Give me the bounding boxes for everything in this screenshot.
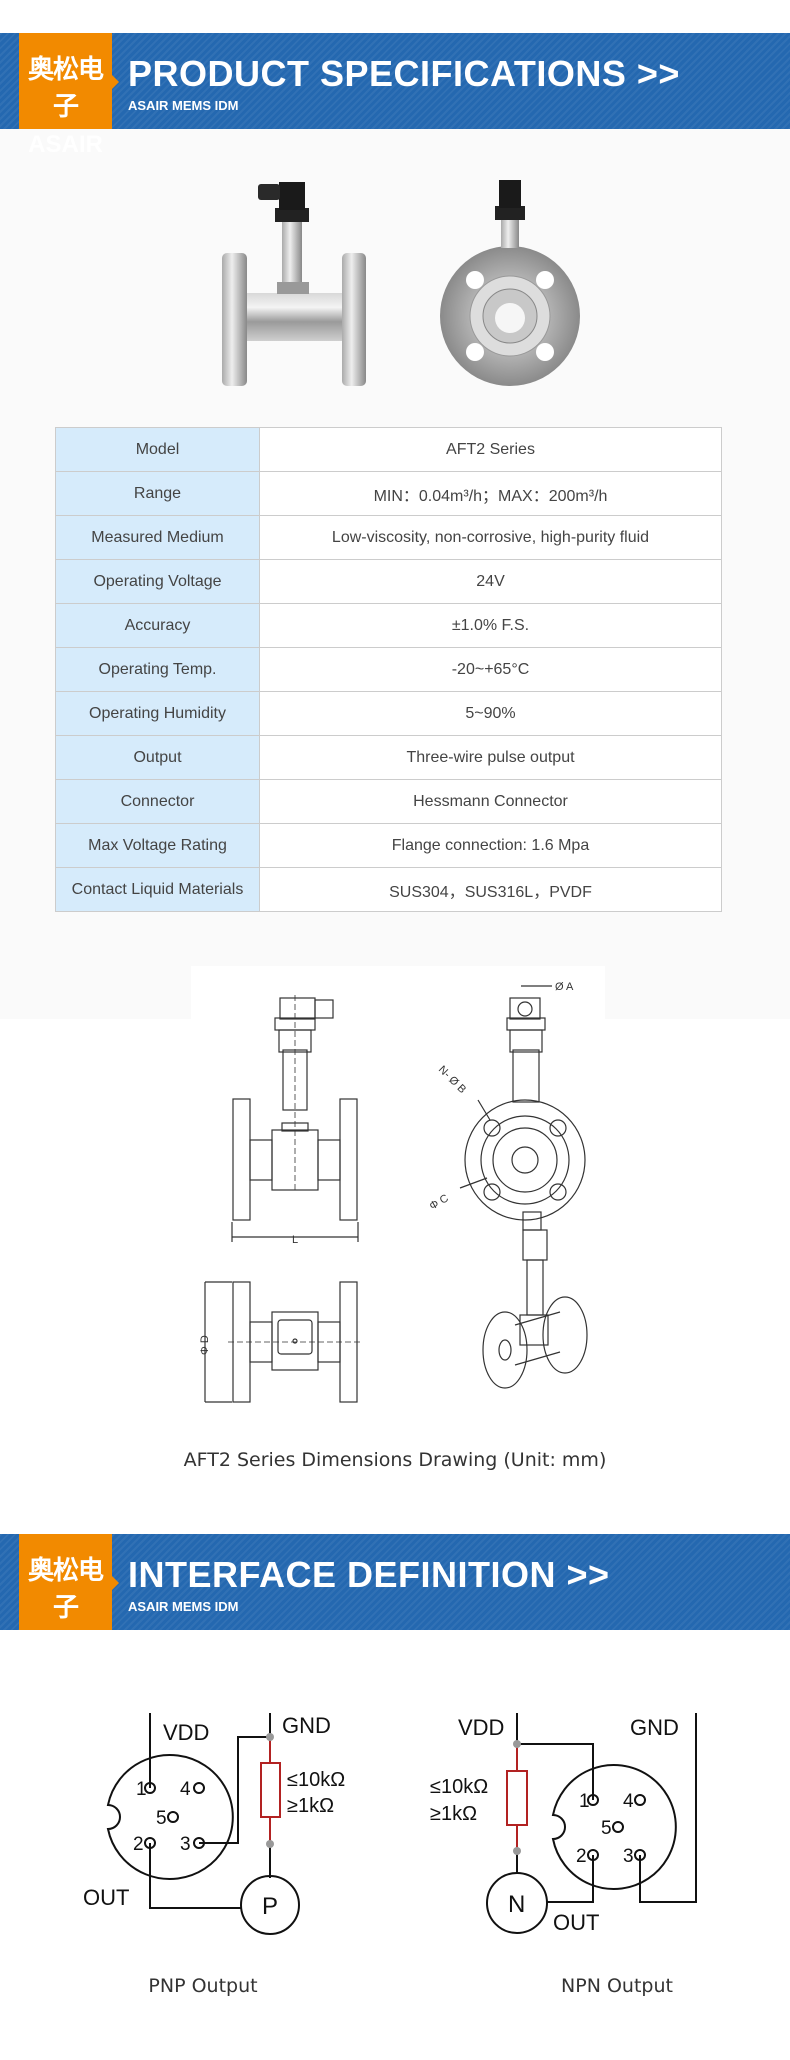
- gnd-label: GND: [282, 1713, 331, 1738]
- spec-label: Max Voltage Rating: [55, 823, 260, 868]
- spec-label: Operating Voltage: [55, 559, 260, 604]
- interface-definition-banner: 奥松电子 ASAIR INTERFACE DEFINITION >> ASAIR …: [0, 1534, 790, 1659]
- spec-row: Accuracy±1.0% F.S.: [55, 603, 722, 648]
- spec-value: Three-wire pulse output: [259, 735, 722, 780]
- product-photos: [222, 180, 580, 386]
- resistor-max-label: ≤10kΩ: [430, 1776, 488, 1798]
- brand-cn: 奥松电子: [27, 55, 104, 122]
- spec-label: Operating Temp.: [55, 647, 260, 692]
- brand-en: ASAIR: [28, 1632, 103, 1659]
- pin-label: 1: [136, 1779, 147, 1800]
- dim-c-label: Φ C: [428, 1192, 451, 1212]
- flowmeter-side-photo: [222, 182, 366, 386]
- pin-label: 3: [180, 1834, 191, 1855]
- dim-d-label: Φ D: [199, 1335, 211, 1355]
- pnp-caption: PNP Output: [148, 1975, 258, 1997]
- pin-label: 5: [601, 1818, 612, 1839]
- out-label: OUT: [553, 1910, 599, 1935]
- spec-value: Flange connection: 1.6 Mpa: [259, 823, 722, 868]
- asair-logo: 奥松电子 ASAIR: [19, 33, 119, 158]
- dim-a-label: Ø A: [555, 981, 574, 993]
- spec-label: Range: [55, 471, 260, 516]
- brand-en: ASAIR: [28, 131, 103, 158]
- vdd-label: VDD: [458, 1715, 504, 1740]
- spec-label: Accuracy: [55, 603, 260, 648]
- drawing-caption: AFT2 Series Dimensions Drawing (Unit: mm…: [183, 1449, 607, 1471]
- spec-label: Connector: [55, 779, 260, 824]
- spec-row: Operating Temp.-20~+65°C: [55, 647, 722, 692]
- out-label: OUT: [83, 1885, 129, 1910]
- spec-label: Contact Liquid Materials: [55, 867, 260, 912]
- pnp-diagram: [106, 1713, 300, 1935]
- vdd-label: VDD: [163, 1720, 209, 1745]
- pin-label: 2: [576, 1846, 587, 1867]
- spec-label: Model: [55, 427, 260, 472]
- pin-label: 3: [623, 1846, 634, 1867]
- spec-value: Hessmann Connector: [259, 779, 722, 824]
- brand-cn: 奥松电子: [27, 1556, 104, 1623]
- section-title: PRODUCT SPECIFICATIONS >>: [128, 53, 680, 94]
- spec-value: -20~+65°C: [259, 647, 722, 692]
- dimension-drawings: L Ø A N- Ø B Φ C Φ D: [199, 981, 588, 1403]
- dim-b-label: N- Ø B: [436, 1064, 468, 1096]
- resistor-min-label: ≥1kΩ: [287, 1795, 334, 1817]
- resistor-max-label: ≤10kΩ: [287, 1769, 345, 1791]
- section-subtitle: ASAIR MEMS IDM: [128, 98, 239, 113]
- npn-device-label: N: [508, 1891, 525, 1918]
- pin-label: 4: [180, 1779, 191, 1800]
- spec-value: AFT2 Series: [259, 427, 722, 472]
- pin-label: 4: [623, 1791, 634, 1812]
- spec-label: Operating Humidity: [55, 691, 260, 736]
- spec-value: 24V: [259, 559, 722, 604]
- flowmeter-front-photo: [440, 180, 580, 386]
- isometric-drawing: [482, 1211, 588, 1389]
- pin-label: 1: [579, 1791, 590, 1812]
- pnp-labels: VDD GND ≤10kΩ ≥1kΩ OUT P 1 4 5 2 3: [83, 1713, 345, 1920]
- side-view-drawing: [231, 995, 359, 1242]
- drawing-background: [191, 966, 605, 1026]
- spec-value: Low-viscosity, non-corrosive, high-purit…: [259, 515, 722, 560]
- spec-label: Output: [55, 735, 260, 780]
- resistor-min-label: ≥1kΩ: [430, 1803, 477, 1825]
- spec-value: SUS304，SUS316L，PVDF: [259, 867, 722, 912]
- pin-label: 2: [133, 1834, 144, 1855]
- section-subtitle: ASAIR MEMS IDM: [128, 1599, 239, 1614]
- wiring-diagrams: VDD GND ≤10kΩ ≥1kΩ OUT P 1 4 5 2 3 VDD G…: [83, 1713, 697, 1935]
- npn-diagram: [486, 1713, 697, 1934]
- top-view-drawing: [204, 1281, 362, 1403]
- dim-l-label: L: [292, 1234, 298, 1246]
- front-view-drawing: [459, 985, 586, 1221]
- spec-value: MIN：0.04m³/h；MAX：200m³/h: [259, 471, 722, 516]
- spec-label: Measured Medium: [55, 515, 260, 560]
- product-specifications-banner: 奥松电子 ASAIR PRODUCT SPECIFICATIONS >> ASAI…: [0, 33, 790, 158]
- npn-caption: NPN Output: [561, 1975, 673, 1997]
- gnd-label: GND: [630, 1715, 679, 1740]
- asair-logo: 奥松电子 ASAIR: [19, 1534, 119, 1659]
- pnp-device-label: P: [262, 1893, 278, 1920]
- section-title: INTERFACE DEFINITION >>: [128, 1554, 610, 1595]
- npn-labels: VDD GND ≤10kΩ ≥1kΩ OUT N 1 4 5 2 3: [430, 1715, 679, 1935]
- spec-value: ±1.0% F.S.: [259, 603, 722, 648]
- pin-label: 5: [156, 1808, 167, 1829]
- spec-value: 5~90%: [259, 691, 722, 736]
